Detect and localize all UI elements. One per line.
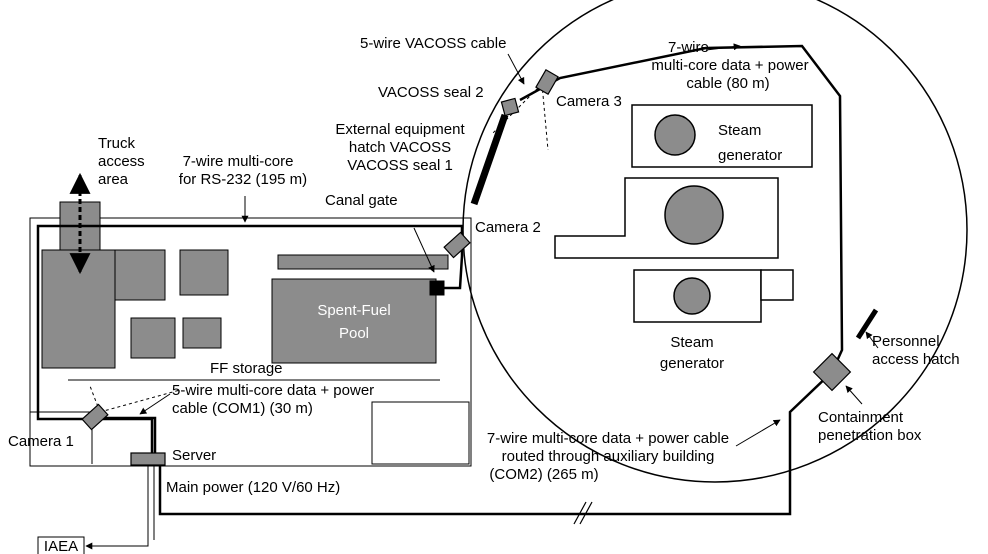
label-pool-line2: Pool bbox=[339, 325, 369, 342]
spent-fuel-pool bbox=[271, 278, 437, 364]
fuel-building-outline bbox=[29, 217, 472, 467]
label-rs232-line2: for RS-232 (195 m) bbox=[179, 171, 307, 188]
label-camera-1: Camera 1 bbox=[8, 433, 74, 450]
iaea-link bbox=[85, 465, 149, 550]
steam-generator-bottom-vessel bbox=[673, 277, 711, 315]
label-com1-line1: 5-wire multi-core data + power bbox=[172, 382, 374, 399]
label-ff-storage: FF storage bbox=[210, 360, 283, 377]
label-com1-line2: cable (COM1) (30 m) bbox=[172, 400, 313, 417]
label-seven-wire: 7-wire bbox=[668, 39, 709, 56]
side-room bbox=[371, 401, 470, 465]
label-ext-hatch-line2: hatch VACOSS bbox=[349, 139, 451, 156]
leaders bbox=[69, 43, 879, 447]
seven-wire-arrow bbox=[705, 43, 741, 51]
label-steam-gen-bot-line2: generator bbox=[660, 355, 724, 372]
label-multicore-80-line2: cable (80 m) bbox=[686, 75, 769, 92]
vacoss-cable-arrow bbox=[507, 53, 525, 85]
label-server: Server bbox=[172, 447, 216, 464]
equipment-block-1 bbox=[114, 249, 166, 301]
label-multicore-80-line1: multi-core data + power bbox=[651, 57, 808, 74]
camera-views bbox=[89, 83, 549, 413]
ff-storage-rack-2 bbox=[182, 317, 222, 349]
cable-runs bbox=[36, 44, 879, 550]
label-truck-line2: access bbox=[98, 153, 145, 170]
canal-gate-arrow bbox=[413, 227, 435, 273]
reactor-internals bbox=[554, 104, 813, 323]
label-iaea: IAEA bbox=[44, 538, 78, 554]
camera-1-view-2 bbox=[99, 389, 181, 413]
break-mark-1 bbox=[573, 501, 587, 525]
server-box bbox=[130, 452, 166, 466]
containment-arrow bbox=[845, 385, 863, 405]
camera-1 bbox=[81, 403, 109, 431]
com1-arrow bbox=[139, 393, 171, 415]
label-truck-line1: Truck bbox=[98, 135, 135, 152]
steam-generator-top-housing bbox=[631, 104, 813, 168]
camera-3-view bbox=[541, 83, 549, 151]
label-steam-gen-top-line1: Steam bbox=[718, 122, 761, 139]
camera-2 bbox=[443, 231, 471, 259]
label-personnel-line1: Personnel bbox=[872, 333, 940, 350]
steam-generator-bottom-annex bbox=[760, 269, 794, 301]
label-containment-line2: penetration box bbox=[818, 427, 922, 444]
break-mark-2 bbox=[579, 501, 593, 525]
label-main-power: Main power (120 V/60 Hz) bbox=[166, 479, 340, 496]
canal-strip bbox=[277, 254, 449, 270]
vacoss-seal-2 bbox=[500, 97, 520, 117]
label-camera-2: Camera 2 bbox=[475, 219, 541, 236]
equipment-block-2 bbox=[179, 249, 229, 296]
label-pool-line1: Spent-Fuel bbox=[317, 302, 390, 319]
label-containment-line1: Containment bbox=[818, 409, 904, 426]
label-steam-gen-bot-line1: Steam bbox=[670, 334, 713, 351]
com2-arrow bbox=[735, 419, 781, 447]
personnel-hatch bbox=[855, 308, 879, 340]
label-personnel-line2: access hatch bbox=[872, 351, 960, 368]
devices bbox=[81, 69, 852, 466]
label-ext-hatch-line1: External equipment bbox=[335, 121, 465, 138]
external-equipment-hatch bbox=[470, 113, 509, 206]
reactor-vessel bbox=[664, 185, 724, 245]
cable-com1 bbox=[100, 416, 157, 453]
label-vacoss-seal-2: VACOSS seal 2 bbox=[378, 84, 484, 101]
label-com2-line2: routed through auxiliary building bbox=[502, 448, 715, 465]
label-canal-gate: Canal gate bbox=[325, 192, 398, 209]
canal-gate-seal bbox=[429, 280, 445, 296]
label-com2-line1: 7-wire multi-core data + power cable bbox=[487, 430, 729, 447]
label-truck-line3: area bbox=[98, 171, 129, 188]
text-labels: 5-wire VACOSS cable 7-wire multi-core da… bbox=[8, 35, 960, 554]
label-camera-3: Camera 3 bbox=[556, 93, 622, 110]
camera-3 bbox=[535, 69, 559, 95]
label-vacoss-cable: 5-wire VACOSS cable bbox=[360, 35, 506, 52]
label-steam-gen-top-line2: generator bbox=[718, 147, 782, 164]
fuel-building bbox=[29, 201, 472, 467]
cable-80m bbox=[519, 44, 844, 373]
steam-generator-top-vessel bbox=[654, 114, 696, 156]
personnel-arrow bbox=[865, 331, 879, 349]
label-vacoss-seal-1: VACOSS seal 1 bbox=[347, 157, 453, 174]
ff-storage-rack-1 bbox=[130, 317, 176, 359]
containment-penetration-box bbox=[812, 352, 852, 392]
label-rs232-line1: 7-wire multi-core bbox=[183, 153, 294, 170]
camera-1-view bbox=[89, 385, 101, 413]
label-com2-line3: (COM2) (265 m) bbox=[489, 466, 598, 483]
iaea-box bbox=[37, 536, 85, 554]
cable-com2 bbox=[158, 371, 833, 516]
